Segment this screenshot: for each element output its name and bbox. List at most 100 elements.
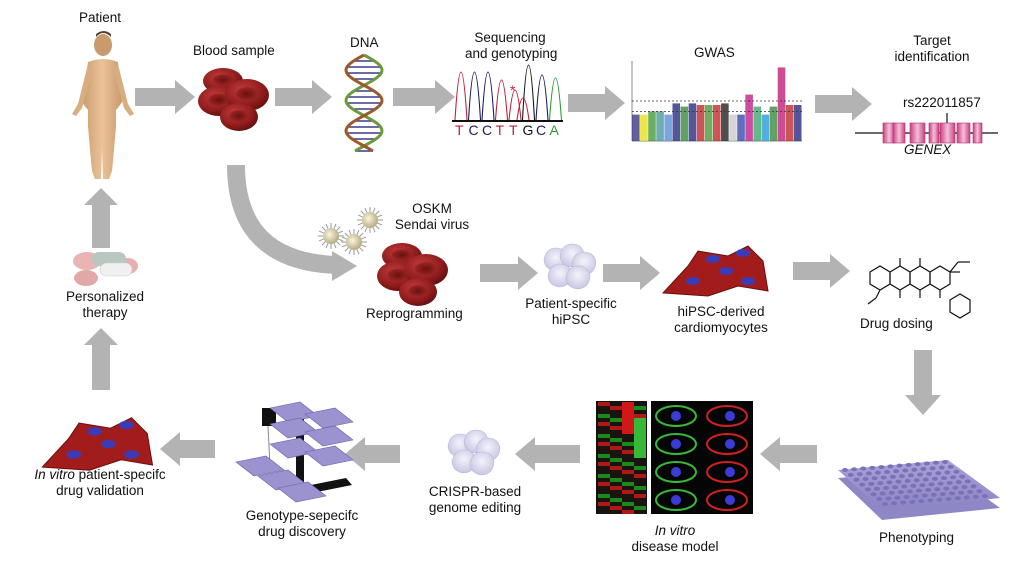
screening-plate [304, 425, 354, 447]
plate-well [889, 474, 896, 479]
virus-spike [361, 236, 367, 240]
red-cell-stain [706, 461, 748, 483]
plate-well [884, 469, 891, 474]
heatmap-cell [610, 430, 622, 434]
heatmap-cell [598, 434, 610, 438]
plate-well [946, 480, 953, 485]
plate-well [842, 468, 848, 472]
virus-spike [348, 249, 352, 255]
plate-well [930, 492, 937, 497]
plate-well [945, 496, 952, 501]
gwas-bar [729, 114, 737, 141]
cell-nucleus [671, 411, 681, 421]
plate-well [892, 485, 899, 490]
plate-well [873, 486, 880, 491]
heatmap-cell [622, 502, 634, 506]
label-snp-id: rs222011857 [903, 95, 981, 110]
heatmap-cell [634, 454, 646, 458]
plate-well [959, 474, 966, 479]
heatmap-cell [622, 410, 634, 414]
stem-cell [565, 265, 591, 290]
label-validation-rest: patient-specifc [74, 467, 166, 482]
virus-spike [372, 227, 376, 233]
arrow-patient-to-blood [135, 80, 195, 114]
gwas-bar [648, 111, 656, 141]
plate-well [925, 487, 932, 492]
gwas-bar [712, 105, 721, 141]
heatmap-cell [610, 442, 622, 446]
red-blood-cell-center [236, 87, 258, 101]
plate-well [917, 472, 924, 477]
plate-well [903, 494, 910, 499]
plate-well [967, 489, 974, 494]
cell-nucleus [671, 439, 681, 449]
plate-well [940, 476, 947, 481]
plate-well [865, 471, 872, 476]
plate-well [950, 475, 957, 480]
virus-spike [375, 225, 380, 230]
red-cell-stain [706, 433, 748, 455]
virus-spike [318, 238, 324, 242]
gwas-bar [721, 103, 729, 141]
cell-nucleus [686, 277, 700, 285]
heatmap-cell [598, 486, 610, 490]
virus-spike [333, 243, 337, 249]
label-crispr-line1: CRISPR-based [428, 484, 522, 499]
gwas-bar [704, 105, 713, 141]
red-cell-stain [706, 489, 748, 511]
cardiomyocytes-icon [661, 245, 769, 297]
plate-well [871, 476, 878, 481]
plate-well [928, 482, 935, 487]
heatmap-cell [610, 418, 622, 422]
cardiomyocytes-icon [41, 417, 154, 471]
gwas-bar [761, 114, 770, 141]
gwas-bar [680, 106, 689, 141]
gwas-bar [769, 106, 778, 141]
heatmap-cell [598, 482, 610, 486]
plate-well [882, 502, 888, 506]
green-cell-stain [655, 461, 697, 483]
plate-well [909, 499, 916, 504]
chromatogram-peak [535, 74, 549, 121]
plate-well [937, 481, 944, 486]
virus-spike [372, 207, 376, 213]
heatmap-cell [598, 422, 610, 426]
sequence-base: C [536, 122, 547, 138]
heatmap-cell [622, 474, 634, 478]
plate-well [942, 460, 948, 464]
arrow-sequencing-to-gwas [568, 86, 625, 120]
heatmap-cell [610, 402, 622, 406]
virus-spike [344, 247, 349, 252]
heatmap-cell [610, 406, 622, 410]
heatmap-cell [610, 414, 622, 418]
arrow-validation-to-therapy [84, 328, 118, 390]
cardiomyocyte-body [41, 417, 154, 471]
heatmap-cell [598, 442, 610, 446]
heatmap-cell [610, 426, 622, 430]
label-phenotyping: Phenotyping [879, 530, 955, 545]
virus-spike [348, 229, 352, 235]
doxorubicin-structure-icon [867, 258, 971, 319]
gwas-bar [632, 114, 640, 141]
heatmap-cell [598, 506, 610, 510]
heatmap-cell [622, 406, 634, 410]
heatmap-cell [610, 470, 622, 474]
plate-well [897, 490, 904, 495]
heatmap-cell [598, 430, 610, 434]
heatmap-cell [634, 438, 646, 442]
plate-well [939, 492, 946, 497]
cell-nucleus [725, 439, 735, 449]
virus-spike [344, 232, 349, 237]
plate-well [952, 485, 959, 490]
heatmap-cell [622, 422, 634, 426]
heatmap-cell [598, 426, 610, 430]
plate-well [885, 496, 892, 501]
heatmap-cell [634, 410, 646, 414]
heatmap-cell [634, 462, 646, 466]
heatmap-cell [634, 458, 646, 462]
high-throughput-screening-icon [235, 401, 354, 503]
label-validation-italic: In vitro [34, 467, 75, 482]
sequence-base: T [455, 122, 464, 138]
virus-spike [336, 241, 341, 246]
heatmap-cell [634, 422, 646, 426]
